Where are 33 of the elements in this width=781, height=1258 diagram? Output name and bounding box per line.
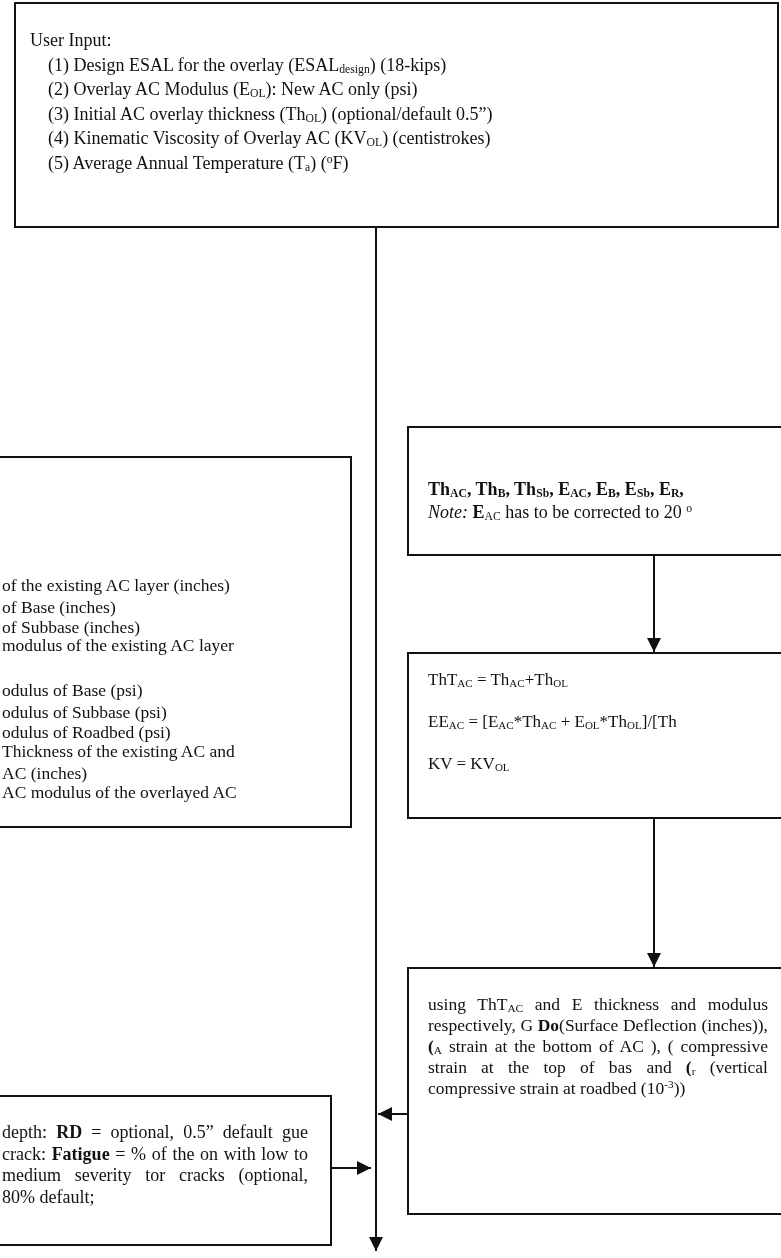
formula: ThT$_{AC}$ = Th$_{AC}$+Th$_{OL}$ <box>428 670 568 690</box>
input-item: (2) Overlay AC Modulus (E$_{OL}$): New AC only (psi) <box>48 79 418 100</box>
variable-description: odulus of Roadbed (psi) <box>2 722 171 743</box>
process-box <box>407 426 781 556</box>
process-box <box>0 1095 332 1246</box>
variable-list: Th$_{AC}$, Th$_{B}$, Th$_{Sb}$, E$_{AC}$, E$_{B}$, E$_{Sb}$, E$_{R}$, <box>428 479 684 500</box>
variable-description: odulus of Subbase (psi) <box>2 702 167 723</box>
variable-description: odulus of Base (psi) <box>2 680 143 701</box>
process-box <box>0 456 352 828</box>
distress-input-text: depth: RD = optional, 0.5” default gue crack: Fatigue = % of the on with low to medium severity tor cracks (optional, 80% default; <box>2 1122 308 1208</box>
output-description: using ThT$_{AC}$ and E thickness and modulus respectively, G Do(Surface Deflection (inches)), ($_{A}$ strain at the bottom of AC ), ( compressive strain at the top of bas and ($_{r}$ (vertical compressive strain at roadbed (10$^{-3}$)) <box>428 994 768 1099</box>
input-item: (5) Average Annual Temperature (T$_{a}$) ($^{o}$F) <box>48 152 349 174</box>
variable-description: of Base (inches) <box>2 597 116 618</box>
arrow <box>647 555 661 653</box>
arrow <box>369 227 383 1252</box>
note-text: Note: E$_{AC}$ has to be corrected to 20 $^{o}$ <box>428 502 693 523</box>
variable-description: Thickness of the existing AC and <box>2 741 235 762</box>
formula: KV = KV$_{OL}$ <box>428 754 510 774</box>
arrow <box>377 1107 408 1121</box>
variable-description: AC modulus of the overlayed AC <box>2 782 237 803</box>
arrow <box>331 1161 372 1175</box>
process-box <box>14 2 779 228</box>
input-item: (4) Kinematic Viscosity of Overlay AC (KV$_{OL}$) (centistrokes) <box>48 128 491 149</box>
input-item: (1) Design ESAL for the overlay (ESAL$_{design}$) (18-kips) <box>48 54 447 76</box>
input-item: (3) Initial AC overlay thickness (Th$_{OL}$) (optional/default 0.5”) <box>48 103 493 125</box>
input-heading: User Input: <box>30 30 112 51</box>
formula: EE$_{AC}$ = [E$_{AC}$*Th$_{AC}$ + E$_{OL}$*Th$_{OL}$]/[Th <box>428 712 677 732</box>
variable-description: of the existing AC layer (inches) <box>2 575 230 596</box>
process-box <box>407 967 781 1215</box>
variable-description: of Subbase (inches) <box>2 617 141 638</box>
process-box <box>407 652 781 819</box>
variable-description: AC (inches) <box>2 763 88 784</box>
arrow <box>647 818 661 968</box>
